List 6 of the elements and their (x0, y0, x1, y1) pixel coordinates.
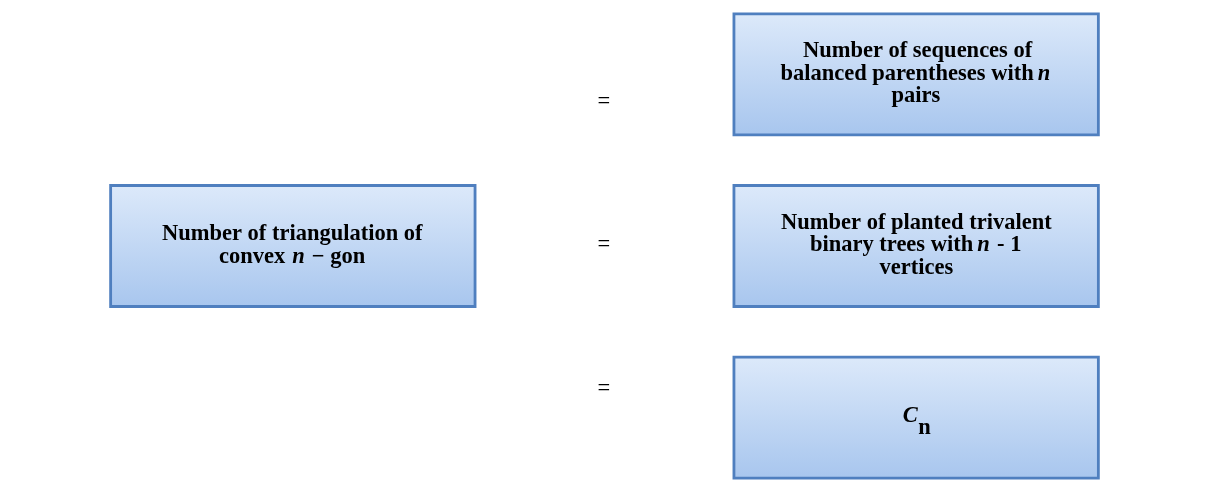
node-box: Number of triangulation of convex n − gon (108, 184, 476, 308)
node-box: Number of planted trivalent binary trees with n - 1 vertices (732, 184, 1100, 308)
label: = (596, 374, 610, 400)
label: = (596, 87, 610, 113)
node-box: Number of sequences of balanced parentheses with n pairs (732, 12, 1100, 137)
label: = (596, 231, 610, 257)
